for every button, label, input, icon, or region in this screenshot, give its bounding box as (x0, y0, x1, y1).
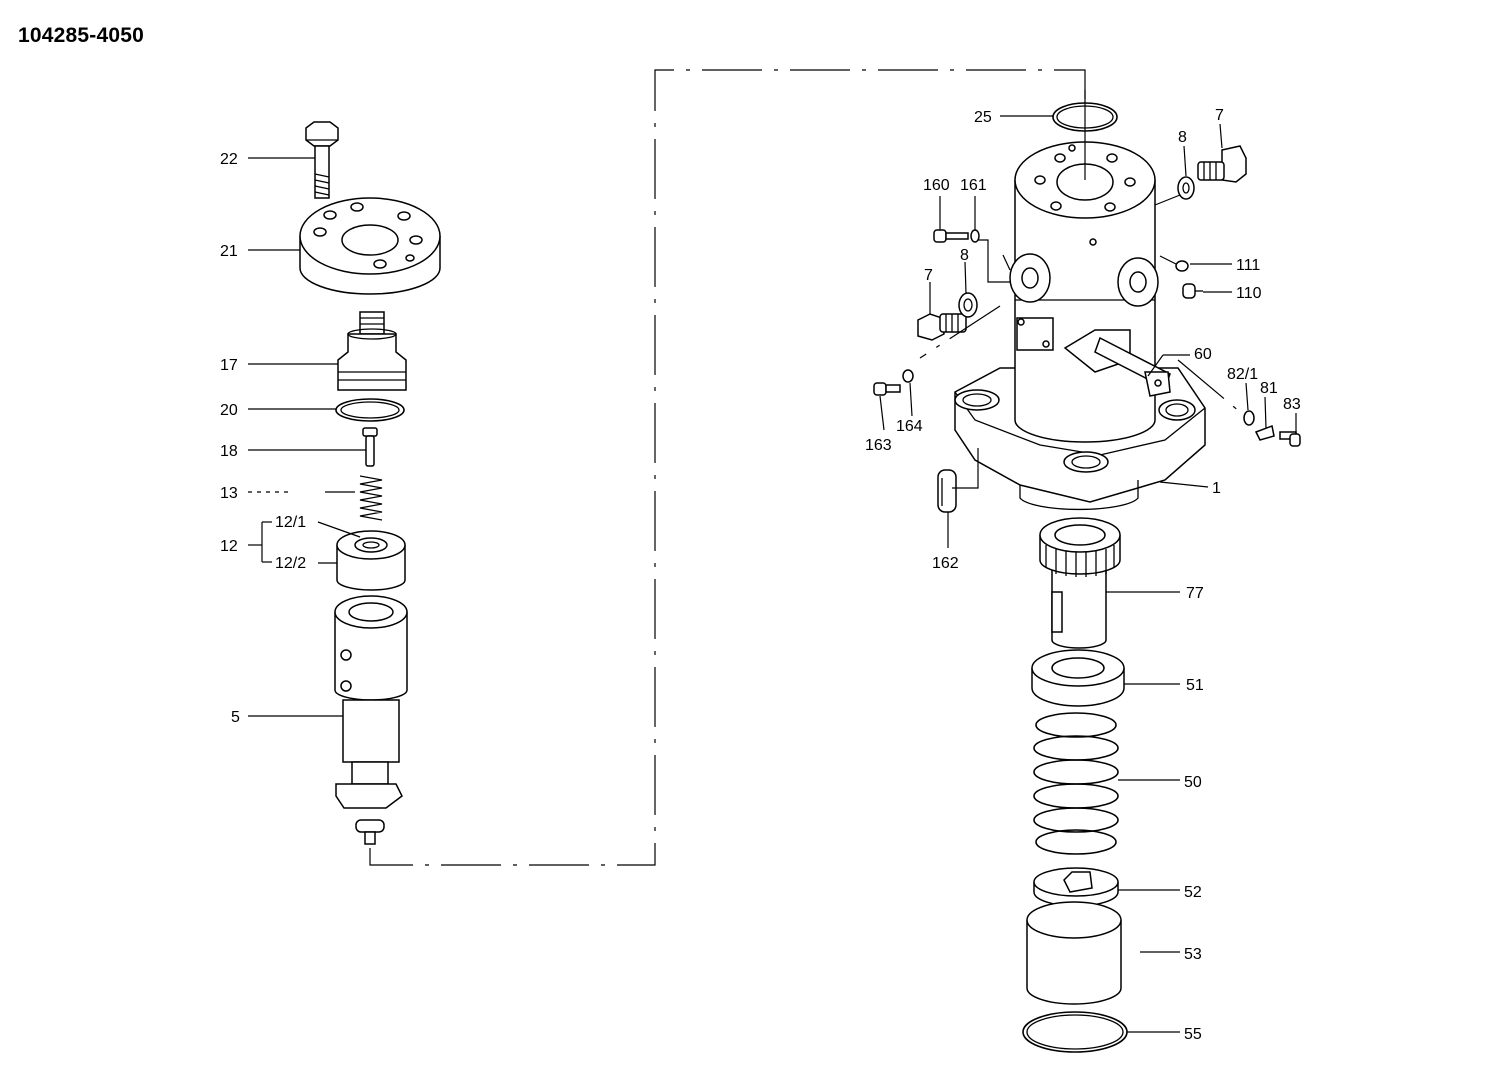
part-161-washer[interactable] (970, 229, 980, 243)
part-13-spring[interactable] (359, 475, 383, 521)
part-60-control-rack[interactable] (1094, 336, 1171, 397)
callout-12-2: 12/2 (275, 555, 306, 572)
callout-51: 51 (1186, 677, 1204, 694)
callout-77: 77 (1186, 585, 1204, 602)
callout-17: 17 (220, 357, 238, 374)
callout-82-1: 82/1 (1227, 366, 1258, 383)
part-50-plunger-spring[interactable] (1033, 712, 1119, 855)
part-162-key[interactable] (937, 469, 957, 513)
callout-111: 111 (1236, 257, 1260, 274)
part-12-delivery-valve[interactable] (336, 530, 406, 591)
part-5-plunger-barrel[interactable] (334, 595, 408, 845)
part-82-1-washer[interactable] (1243, 410, 1255, 426)
part-163-screw[interactable] (873, 382, 901, 396)
callout-52: 52 (1184, 884, 1202, 901)
part-53-tappet[interactable] (1026, 901, 1122, 1005)
callout-164: 164 (896, 418, 923, 435)
callout-7-left: 7 (924, 267, 933, 284)
part-20-o-ring[interactable] (335, 398, 405, 422)
callout-13: 13 (220, 485, 238, 502)
part-51-spring-seat[interactable] (1031, 649, 1125, 707)
callout-20: 20 (220, 402, 238, 419)
part-7-plug-left[interactable] (917, 313, 967, 341)
callout-161: 161 (960, 177, 987, 194)
callout-60: 60 (1194, 346, 1212, 363)
right-leader-lines (879, 90, 1297, 1033)
part-22-hex-bolt[interactable] (305, 121, 339, 199)
callout-50: 50 (1184, 774, 1202, 791)
callout-160: 160 (923, 177, 950, 194)
part-7-plug-upper[interactable] (1197, 145, 1247, 183)
callout-1: 1 (1212, 480, 1221, 497)
callout-162: 162 (932, 555, 959, 572)
callout-8-upper: 8 (1178, 129, 1187, 146)
callout-53: 53 (1184, 946, 1202, 963)
callout-55: 55 (1184, 1026, 1202, 1043)
part-81-lock-plate[interactable] (1254, 424, 1275, 441)
part-83-screw[interactable] (1279, 431, 1301, 447)
assembly-connector-line (369, 69, 1086, 866)
callout-5: 5 (231, 709, 240, 726)
callout-21: 21 (220, 243, 238, 260)
callout-22: 22 (220, 151, 238, 168)
part-77-control-sleeve[interactable] (1039, 517, 1121, 649)
part-52-lower-spring-seat[interactable] (1033, 867, 1119, 907)
part-55-snap-ring[interactable] (1022, 1011, 1128, 1053)
part-164-washer[interactable] (902, 369, 914, 383)
callout-81: 81 (1260, 380, 1278, 397)
callout-18: 18 (220, 443, 238, 460)
callout-110: 110 (1236, 285, 1262, 302)
part-160-screw[interactable] (933, 229, 969, 243)
callout-163: 163 (865, 437, 892, 454)
part-21-flange[interactable] (299, 197, 441, 295)
callout-83: 83 (1283, 396, 1301, 413)
part-111-washer[interactable] (1175, 260, 1189, 272)
document-id: 104285-4050 (18, 24, 144, 47)
callout-12-1: 12/1 (275, 514, 306, 531)
part-8-washer-left[interactable] (958, 292, 978, 318)
callout-12: 12 (220, 538, 238, 555)
part-110-screw[interactable] (1182, 283, 1203, 299)
callout-8-left: 8 (960, 247, 969, 264)
callout-7-upper: 7 (1215, 107, 1224, 124)
part-1-pump-housing[interactable] (954, 141, 1206, 511)
part-18-pin[interactable] (362, 427, 378, 467)
part-17-valve-holder[interactable] (337, 311, 407, 391)
part-8-washer-upper[interactable] (1177, 176, 1195, 200)
left-leader-lines (248, 157, 366, 717)
callout-25: 25 (974, 109, 992, 126)
